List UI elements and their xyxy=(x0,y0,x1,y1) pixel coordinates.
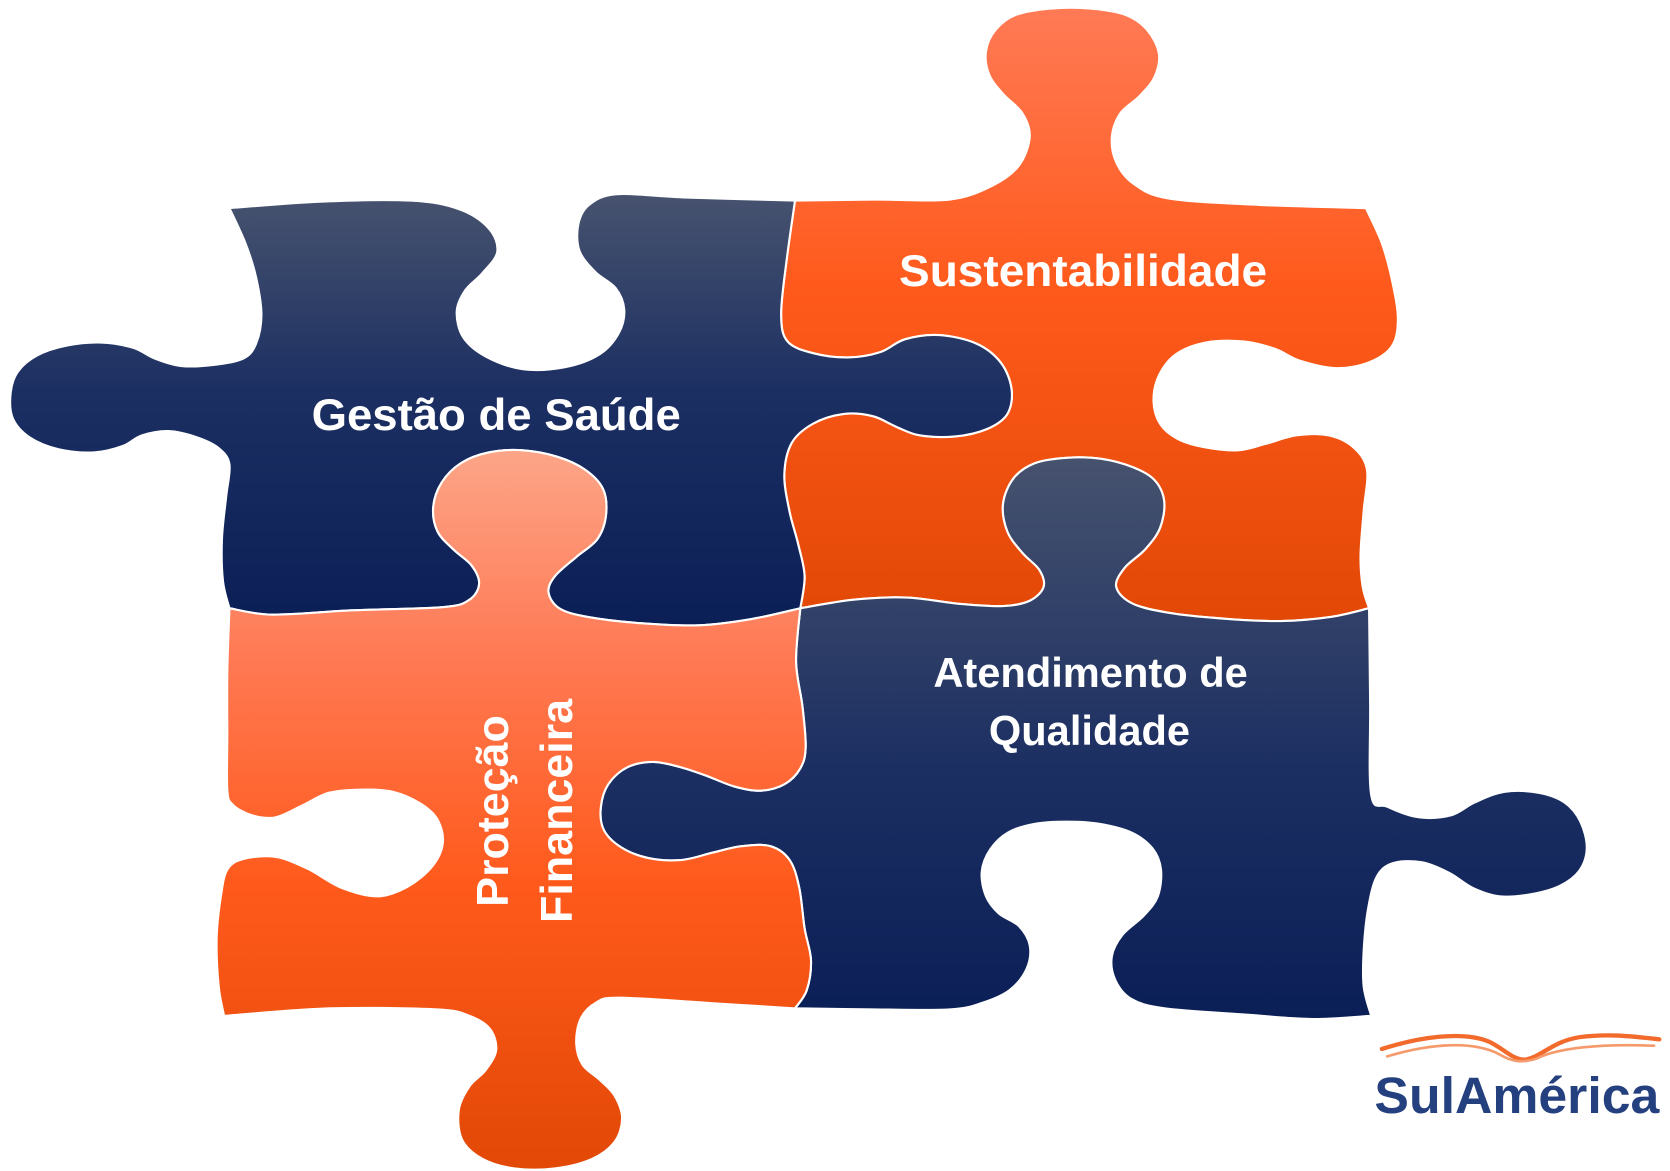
atendimento-de-qualidade-label-line1: Atendimento de xyxy=(933,649,1247,696)
atendimento-de-qualidade-label-line2: Qualidade xyxy=(989,707,1190,754)
logo-swoosh-icon xyxy=(1379,1033,1662,1062)
protecao-financeira-label-line2: Financeira xyxy=(532,698,582,923)
protecao-financeira-label-line1: Proteção xyxy=(468,715,518,907)
gestao-de-saude-label: Gestão de Saúde xyxy=(312,390,681,440)
puzzle-piece-protecao-financeira xyxy=(215,448,813,1171)
logo-swoosh-secondary-icon xyxy=(1385,1043,1656,1063)
sustentabilidade-label: Sustentabilidade xyxy=(899,246,1267,296)
logo-text: SulAmérica xyxy=(1374,1067,1659,1124)
sulamerica-logo: SulAmérica xyxy=(1374,1033,1662,1124)
